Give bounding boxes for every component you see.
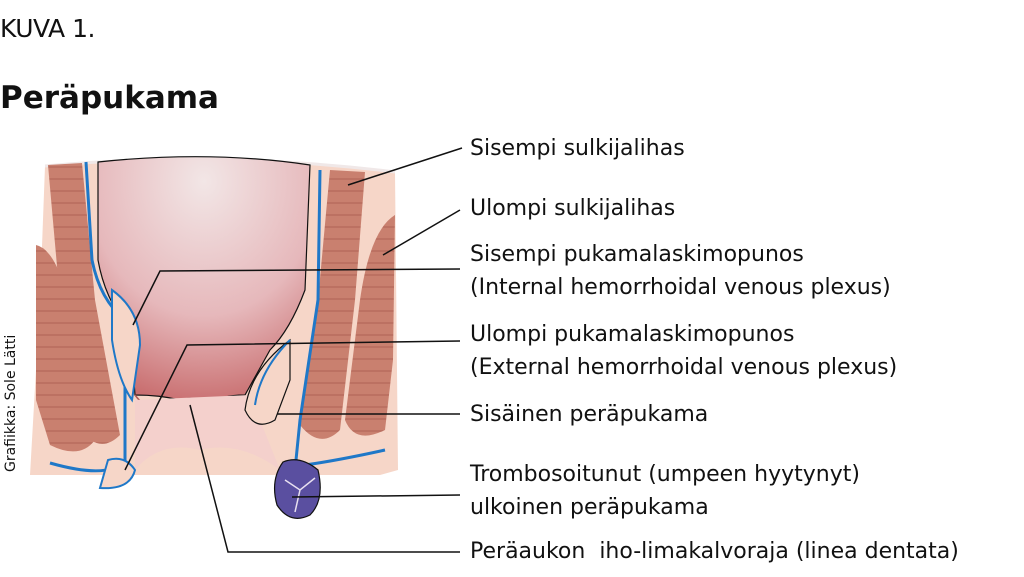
leader-line-internal-sphincter: [347, 147, 463, 186]
internal-hemorrhoid: [244, 338, 291, 425]
leader-lines: [124, 147, 463, 553]
leader-line-external-plexus: [124, 340, 461, 471]
label-internal-venous-plexus: Sisempi pukamalaskimopunos(Internal hemo…: [470, 242, 891, 300]
label-dentate-line: Peräaukon iho-limakalvoraja (linea denta…: [470, 539, 959, 564]
leader-line-internal-plexus: [132, 268, 461, 326]
figure-number: KUVA 1.: [0, 14, 95, 43]
internal-venous-plexus: [111, 288, 142, 403]
inner-sphincter-muscle: [48, 163, 365, 444]
label-internal-hemorrhoid: Sisäinen peräpukama: [470, 402, 709, 427]
label-internal-sphincter: Sisempi sulkijalihas: [470, 136, 685, 161]
leader-line-external-sphincter: [382, 209, 461, 256]
figure-title: Peräpukama: [0, 80, 219, 116]
anal-canal: [135, 395, 280, 470]
thrombosed-external-hemorrhoid: [273, 459, 321, 519]
leader-line-dentate-line: [189, 404, 460, 553]
label-thrombosed-external-hemorrhoid: Trombosoitunut (umpeen hyytynyt)ulkoinen…: [470, 462, 860, 520]
label-external-venous-plexus: Ulompi pukamalaskimopunos(External hemor…: [470, 322, 898, 380]
leader-line-thrombosed-hemorrhoid: [291, 494, 461, 498]
label-external-sphincter: Ulompi sulkijalihas: [470, 196, 676, 221]
